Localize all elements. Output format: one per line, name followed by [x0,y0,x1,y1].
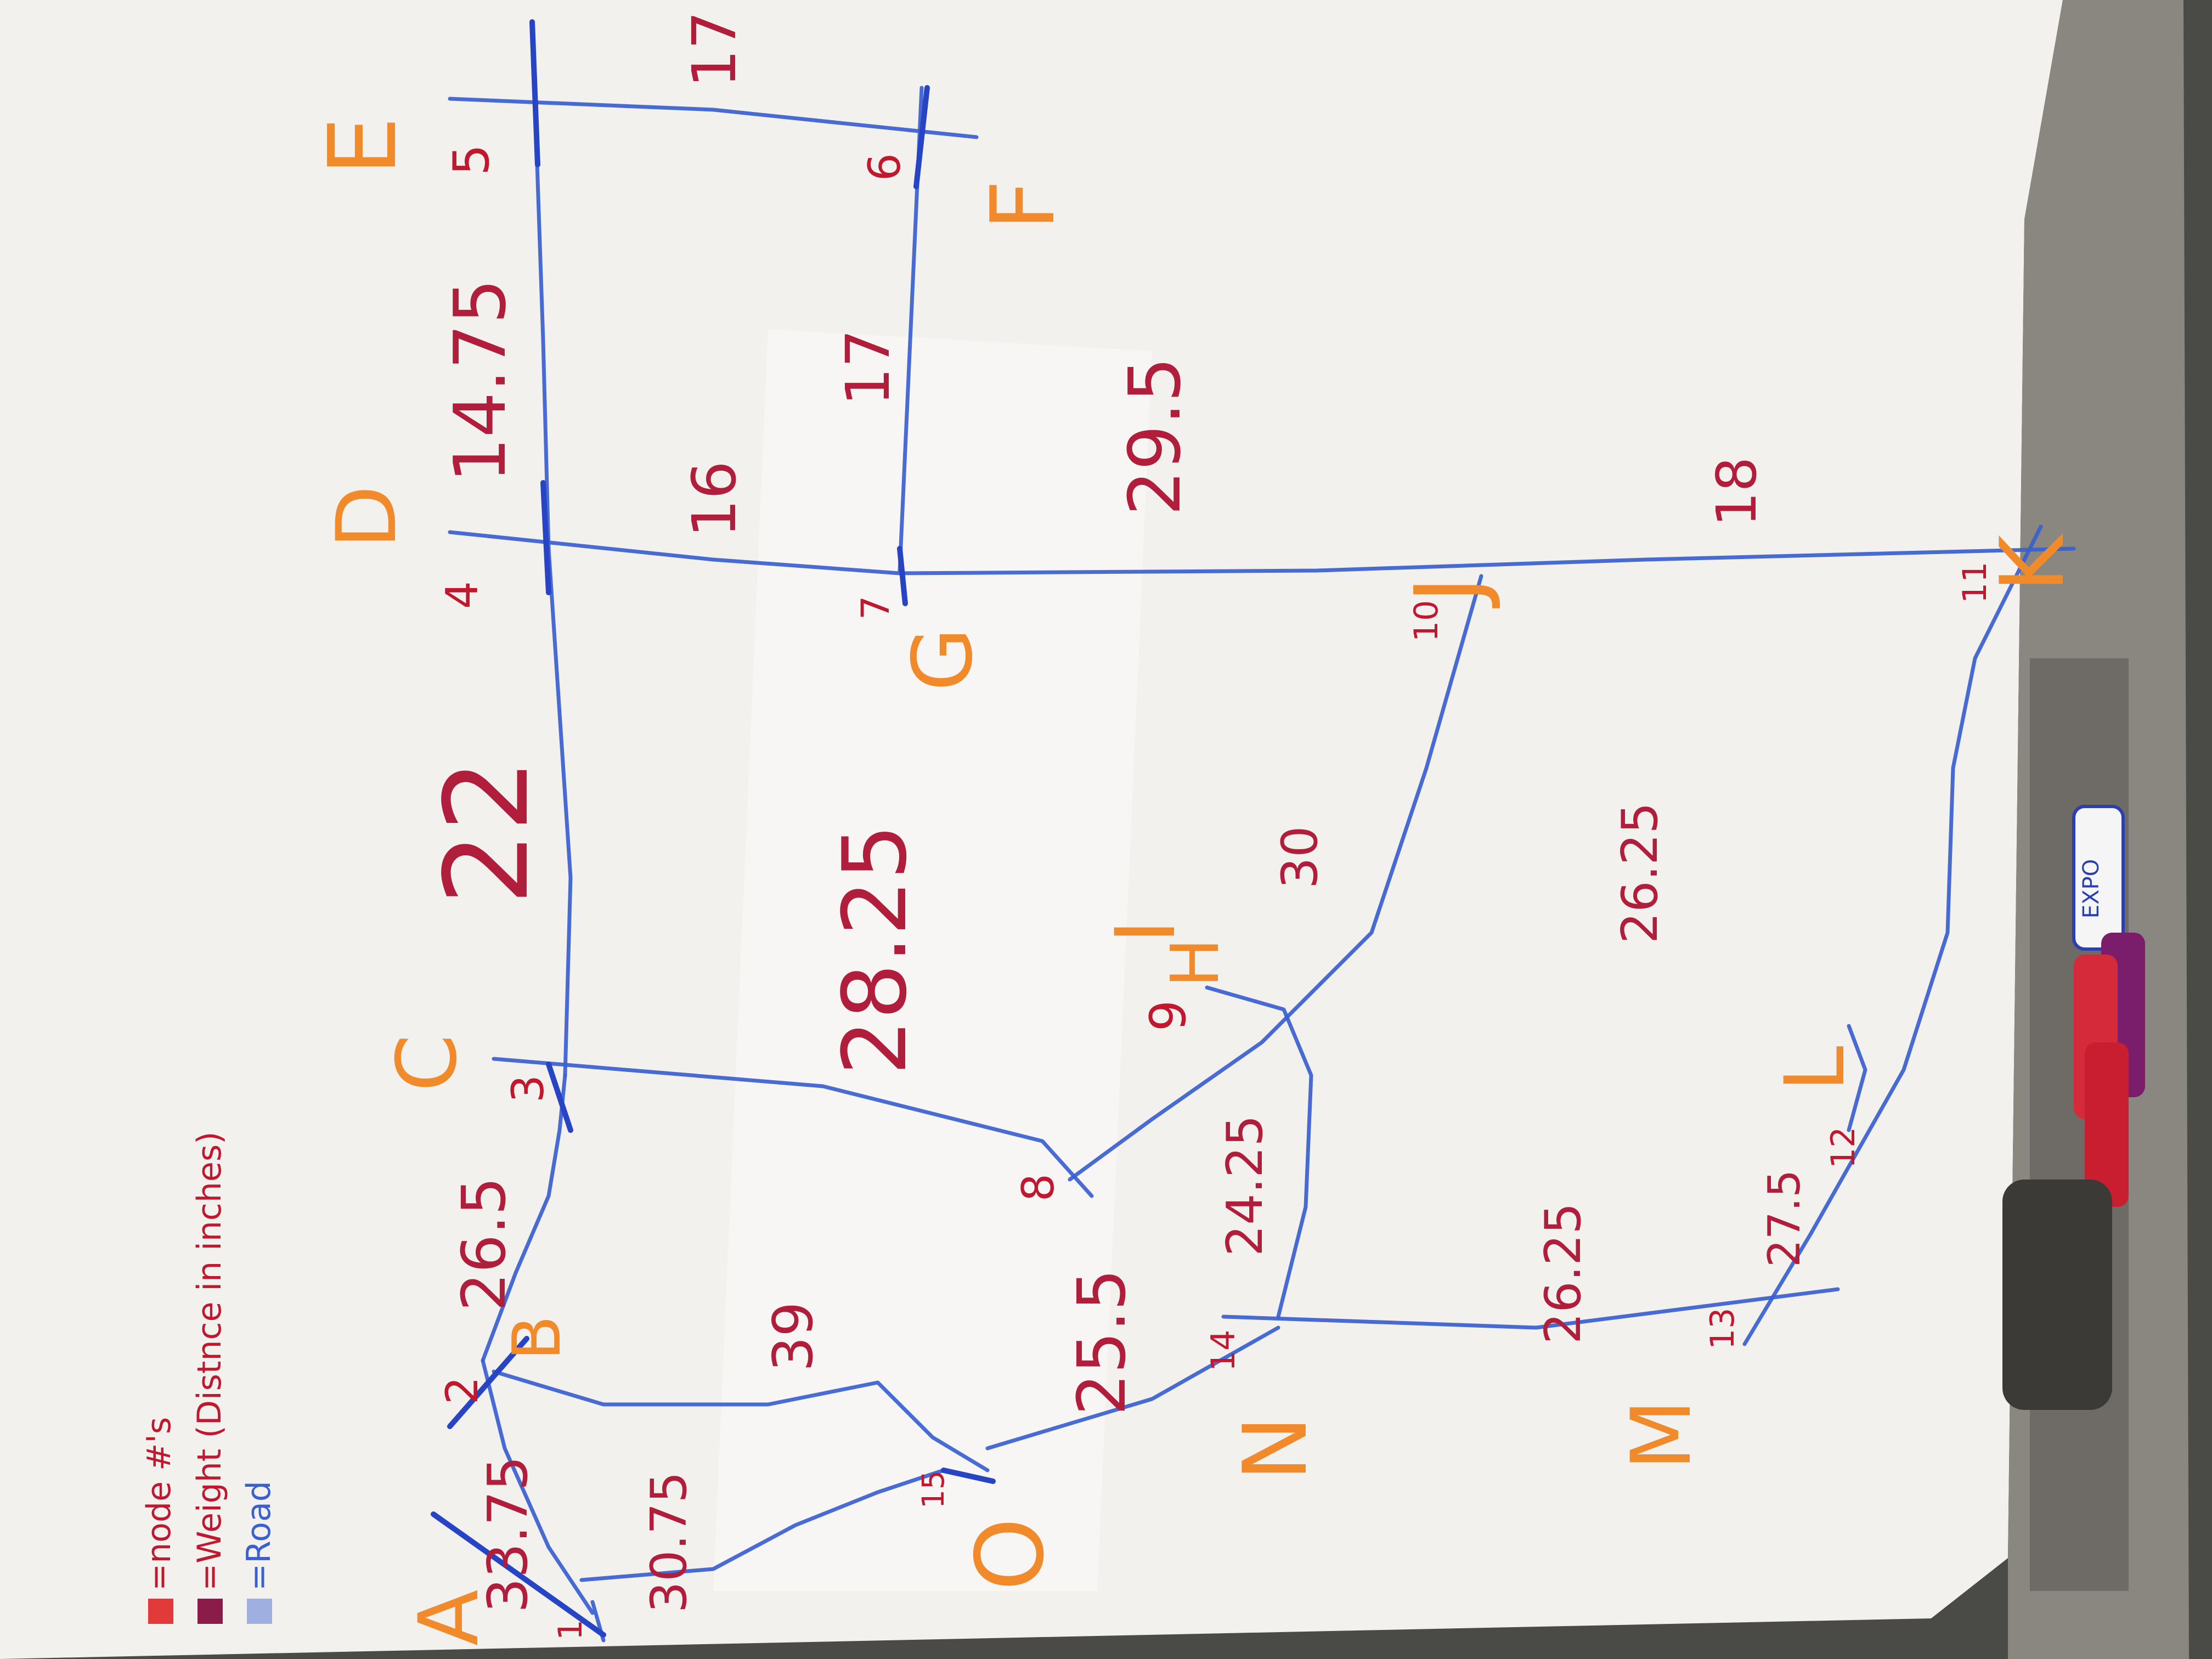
marker-blue: EXPO [2072,805,2125,951]
node-letter-K: K [1981,533,2084,592]
node-ticks [431,19,996,1638]
legend-swatch-node [148,1599,173,1624]
node-number-11: 11 [1956,562,1994,603]
node-number-15: 15 [916,1470,951,1509]
whiteboard-surface [0,0,2063,1659]
legend-node-label: =node #'s [140,1417,178,1591]
node-number-9: 9 [1139,1000,1197,1031]
road-8-9-10 [1068,574,1483,1182]
tick-5 [529,19,540,167]
node-letter-D: D [319,485,415,549]
weight-1-15: 30.75 [640,1471,698,1613]
node-number-4: 4 [437,581,488,609]
weight-3-8: 28.25 [823,824,926,1075]
node-letter-A: A [402,1589,497,1646]
weight-2-15: 39 [761,1302,825,1372]
node-number-14: 14 [1204,1330,1243,1372]
node-numbers: 1 2 3 4 5 6 7 8 9 10 11 12 13 14 15 [437,144,1994,1640]
node-number-6: 6 [859,153,910,181]
weight-10-11: 18 [1705,457,1769,527]
weight-9-14: 24.25 [1216,1115,1274,1256]
weight-7-10: 29.5 [1113,357,1197,516]
tick-7 [897,546,908,606]
road-1-2 [481,1358,595,1615]
weight-11-12: 26.25 [1611,802,1669,944]
edge-weights: 33.75 26.5 22 14.75 17 17 16 29.5 18 28.… [420,11,1810,1613]
weight-6-7: 17 [833,329,903,406]
weight-5-6: 17 [679,11,749,88]
tick-3 [546,1062,573,1133]
legend-weight-label: =Weight (Distnce in inches) [190,1131,229,1591]
node-letter-L: L [1768,1046,1863,1092]
road-14-13 [1221,1287,1840,1330]
board-glare [713,329,1152,1591]
road-4-5 [533,97,551,551]
node-number-12: 12 [1824,1127,1863,1169]
node-number-13: 13 [1703,1308,1742,1350]
legend-swatch-weight [198,1599,223,1624]
legend-swatch-road [247,1599,272,1624]
weight-9-10: 30 [1271,826,1329,889]
node-number-8: 8 [1013,1173,1064,1201]
node-number-10: 10 [1407,600,1446,642]
node-letter-I: I [1098,919,1194,944]
weight-12-13: 27.5 [1759,1170,1810,1267]
node-letter-O: O [956,1517,1065,1591]
tick-15 [941,1468,996,1484]
node-letter-C: C [380,1034,475,1092]
legend: =node #'s =Weight (Distnce in inches) =R… [140,1131,278,1624]
tick-2 [447,1336,529,1429]
tick-6 [913,85,930,189]
tick-1 [431,1511,606,1638]
node-number-3: 3 [503,1075,554,1103]
node-letter-B: B [499,1316,575,1361]
marker-brand-label: EXPO [2079,859,2104,918]
road-2-15 [492,1369,990,1472]
node-number-5: 5 [443,144,500,176]
weight-2-3: 26.5 [449,1177,519,1311]
node-letter-E: E [309,117,417,176]
node-number-7: 7 [853,595,898,620]
weight-4-5: 14.75 [438,279,522,483]
weight-14-13: 26.25 [1534,1203,1592,1344]
node-number-1: 1 [551,1620,590,1640]
road-4-7-10-11 [448,530,2076,575]
weight-1-2: 33.75 [476,1456,540,1613]
road-12-tick [1847,1024,1867,1132]
tick-4 [540,480,551,595]
node-number-2: 2 [437,1376,488,1404]
weight-4-7: 16 [679,461,749,538]
road-9-14 [1205,985,1313,1319]
node-letter-F: F [972,180,1074,230]
road-14-15 [985,1325,1280,1451]
node-letter-H: H [1158,938,1234,988]
node-letter-G: G [895,628,991,691]
node-letter-J: J [1395,576,1504,608]
eraser [2002,1180,2112,1410]
road-1-15 [579,1468,946,1582]
weight-14-15: 25.5 [1064,1269,1141,1415]
node-letter-N: N [1224,1415,1327,1481]
road-3-4 [546,546,573,1077]
road-11-12-13 [1742,524,2043,1346]
road-3-8 [492,1057,1094,1198]
marker-red-2 [2085,1042,2129,1207]
road-2-3 [481,1073,567,1363]
node-letter-M: M [1614,1400,1709,1470]
legend-road-label: =Road [240,1481,278,1591]
weight-3-4: 22 [420,759,554,905]
node-letters: A B C D E F G H I J K L M N O [309,117,2084,1646]
